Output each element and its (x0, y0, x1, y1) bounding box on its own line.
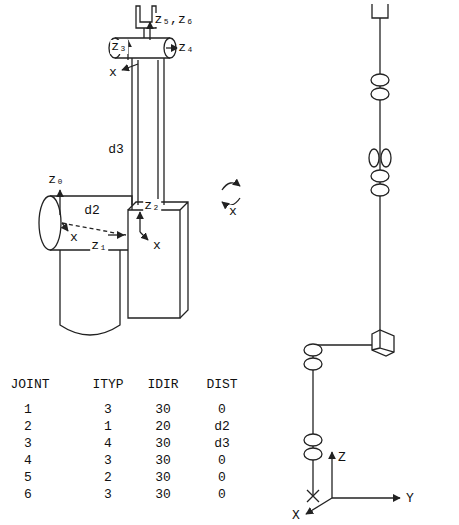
axis-label: Y (405, 492, 415, 506)
table-cell: 4 (103, 437, 113, 451)
table-header: DIST (205, 378, 238, 392)
table-cell: 30 (154, 488, 172, 502)
axis-label: z₁ (90, 239, 108, 253)
dimension-label: d2 (83, 204, 101, 218)
axis-label: X (291, 509, 301, 523)
table-cell: 0 (217, 488, 227, 502)
table-cell: 30 (154, 437, 172, 451)
table-header: ITYP (91, 378, 124, 392)
table-cell: 2 (23, 420, 33, 434)
table-cell: 1 (23, 403, 33, 417)
axis-label: z₂ (143, 199, 161, 213)
base-cylinder (60, 245, 120, 335)
prismatic-housing (128, 202, 188, 318)
rotation-symbol (222, 183, 240, 205)
table-cell: 30 (154, 403, 172, 417)
kinematic-schematic (304, 4, 394, 502)
axis-triad (306, 452, 400, 514)
axis-label: z₄ (177, 41, 195, 55)
table-cell: 3 (23, 437, 33, 451)
table-cell: 3 (103, 403, 113, 417)
axis-label: x (69, 231, 79, 245)
table-header: JOINT (9, 378, 50, 392)
axis-label: Z (337, 451, 347, 465)
table-cell: 1 (103, 420, 113, 434)
prismatic-column (132, 58, 164, 205)
axis-label: x (152, 239, 162, 253)
table-cell: 30 (154, 454, 172, 468)
table-cell: 30 (154, 471, 172, 485)
dimension-label: d3 (107, 143, 125, 157)
table-cell: 2 (103, 471, 113, 485)
table-header: IDIR (146, 378, 179, 392)
table-cell: 3 (103, 488, 113, 502)
axis-label: z₃ (110, 40, 128, 54)
table-cell: 20 (154, 420, 172, 434)
table-cell: 3 (103, 454, 113, 468)
table-cell: 4 (23, 454, 33, 468)
table-cell: d2 (213, 420, 231, 434)
table-cell: d3 (213, 437, 231, 451)
axis-label: z₀ (47, 173, 65, 187)
rotation-label: x (228, 205, 238, 219)
table-cell: 0 (217, 454, 227, 468)
axis-label: z₅,z₆ (153, 13, 194, 27)
shoulder-cylinder (39, 190, 132, 250)
table-cell: 5 (23, 471, 33, 485)
table-cell: 0 (217, 471, 227, 485)
axis-label: x (108, 66, 118, 80)
table-cell: 0 (217, 403, 227, 417)
table-cell: 6 (23, 488, 33, 502)
